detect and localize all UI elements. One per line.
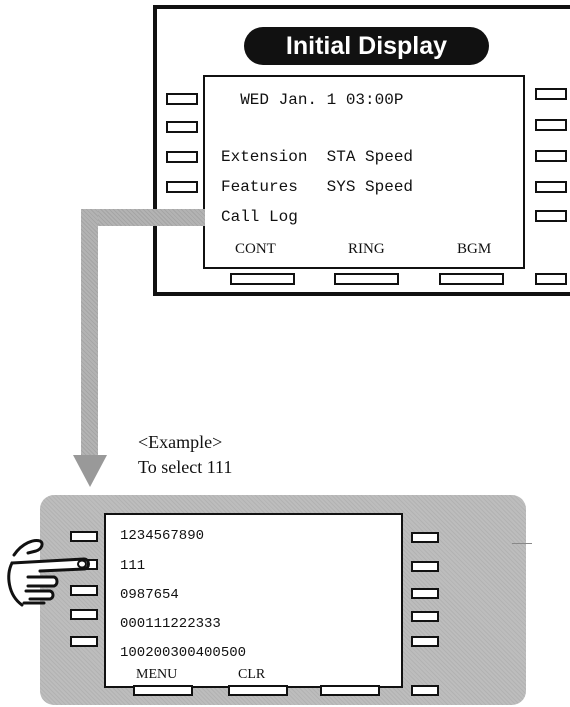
bottom-key-cont[interactable]: [230, 273, 295, 285]
lcd-line-100200300400500: 100200300400500: [120, 645, 246, 661]
soft-key-label-cont: CONT: [235, 240, 276, 258]
phone-border-top: [153, 5, 570, 9]
soft-key-label-bgm: BGM: [457, 240, 491, 258]
example-bottom-key-clr[interactable]: [228, 685, 288, 696]
phone-border-left: [153, 5, 157, 296]
example-right-key-3[interactable]: [411, 588, 439, 599]
arrow-vertical: [81, 209, 98, 459]
left-key-2[interactable]: [166, 121, 198, 133]
lcd-line-000111222333: 000111222333: [120, 616, 221, 632]
example-bottom-key-menu[interactable]: [133, 685, 193, 696]
example-right-key-2[interactable]: [411, 561, 439, 572]
example-right-key-4[interactable]: [411, 611, 439, 622]
right-key-3[interactable]: [535, 150, 567, 162]
phone-border-bottom: [153, 292, 570, 296]
right-key-4[interactable]: [535, 181, 567, 193]
lcd-line-features: Features SYS Speed: [221, 178, 413, 196]
soft-key-label-clr: CLR: [238, 667, 265, 683]
lcd-line-111: 111: [120, 558, 145, 574]
example-caption: To select 111: [138, 456, 232, 478]
bottom-lcd-screen: 1234567890 111 0987654 000111222333 1002…: [104, 513, 403, 688]
lcd-line-call-log: Call Log: [221, 208, 298, 226]
bottom-key-extra[interactable]: [535, 273, 567, 285]
right-key-1[interactable]: [535, 88, 567, 100]
example-right-key-5[interactable]: [411, 636, 439, 647]
right-key-5[interactable]: [535, 210, 567, 222]
example-bottom-key-3[interactable]: [320, 685, 380, 696]
example-left-key-5[interactable]: [70, 636, 98, 647]
lcd-line-datetime: WED Jan. 1 03:00P: [221, 91, 403, 109]
soft-key-label-menu: MENU: [136, 667, 177, 683]
stray-mark: [512, 543, 532, 544]
lcd-line-1234567890: 1234567890: [120, 528, 204, 544]
lcd-line-0987654: 0987654: [120, 587, 179, 603]
right-key-2[interactable]: [535, 119, 567, 131]
arrow-horizontal: [87, 209, 205, 226]
arrow-head-icon: [73, 455, 107, 487]
lcd-line-extension: Extension STA Speed: [221, 148, 413, 166]
example-right-key-1[interactable]: [411, 532, 439, 543]
left-key-1[interactable]: [166, 93, 198, 105]
example-bottom-key-4[interactable]: [411, 685, 439, 696]
pointing-hand-icon: [0, 535, 100, 610]
soft-key-label-ring: RING: [348, 240, 385, 258]
left-key-3[interactable]: [166, 151, 198, 163]
example-label: <Example>: [138, 431, 222, 453]
bottom-key-ring[interactable]: [334, 273, 399, 285]
bottom-key-bgm[interactable]: [439, 273, 504, 285]
left-key-4[interactable]: [166, 181, 198, 193]
example-left-key-4[interactable]: [70, 609, 98, 620]
initial-display-title: Initial Display: [244, 27, 489, 65]
top-lcd-screen: WED Jan. 1 03:00P Extension STA Speed Fe…: [203, 75, 525, 269]
